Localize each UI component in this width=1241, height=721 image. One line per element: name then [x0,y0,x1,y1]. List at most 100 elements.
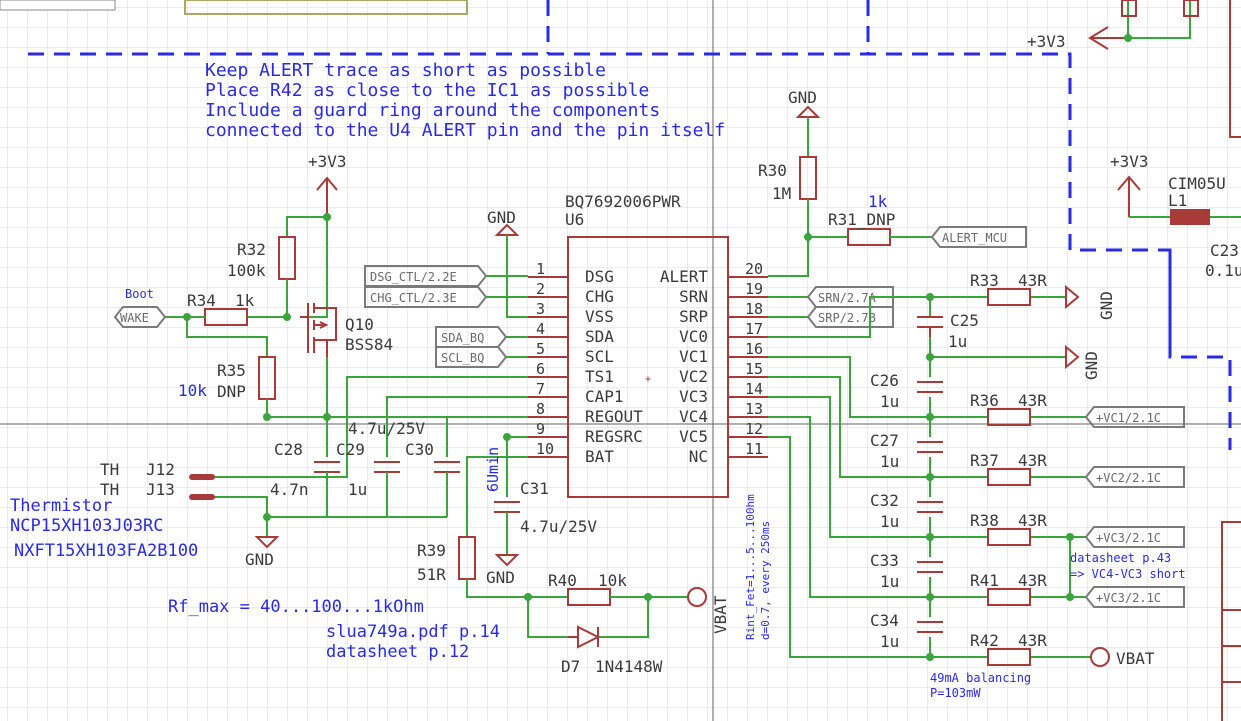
thermistor-pn1: NCP15XH103J03RC [10,516,164,536]
ic-u6-body[interactable] [567,236,729,498]
chg-label-box[interactable] [364,286,488,308]
gnd-c31-symbol [494,554,520,567]
duty-note: d=0.7, every 250ms [759,521,772,640]
l1-ref: L1 [1168,191,1187,210]
j13-ref: J13 [146,480,175,499]
sda-label-box[interactable] [435,326,508,348]
ic-pin-name-6: TS1 [585,367,614,386]
ic-pin-name-1: DSG [585,267,614,286]
ic-pin-name-10: BAT [585,447,614,466]
scl-label: SCL_BQ [441,351,484,365]
chg-label: CHG_CTL/2.3E [370,291,457,305]
ic-pin-num-10: 10 [536,440,554,458]
wire-cap1 [386,396,528,457]
cap-ladder-symbols [917,316,943,633]
wire-vc1 [768,356,988,418]
vc3b-box[interactable] [1084,586,1185,608]
ic-pin-name-3: VSS [585,307,614,326]
d7-symbol[interactable] [568,625,601,649]
rint-note: Rint_Fet=1...5...100hm [744,494,757,640]
r39-val: 51R [417,565,446,584]
vc3a-label: +VC3/2.1C [1096,531,1161,545]
r42-ref: R42 [970,631,999,650]
wire-v33-left [286,216,328,318]
wires-left-labels [486,275,528,358]
ic-pin-num-18: 18 [745,300,763,318]
v33-left-label: +3V3 [308,152,347,171]
gnd-c31-label: GND [486,568,515,587]
r34-ref: R34 [187,291,216,310]
vbat-left-terminal[interactable] [687,587,707,607]
ic-pin-num-14: 14 [745,380,763,398]
vc3a-box[interactable] [1084,526,1185,548]
j13-th: TH [100,480,119,499]
j12-ref: J12 [146,460,175,479]
thermistor-title: Thermistor [10,496,112,516]
q10-val: BSS84 [345,335,393,354]
wire-caps-bottom [207,472,448,518]
ic-pin-num-8: 8 [536,400,545,418]
wire-r35-top [186,317,268,357]
srn-label: SRN/2.7A [818,291,877,305]
c28-val: 4.7n [270,480,309,499]
c33-val: 1u [880,572,899,591]
note-4: connected to the U4 ALERT pin and the pi… [205,120,725,141]
q10-ref: Q10 [345,315,374,334]
sda-label: SDA_BQ [441,331,484,345]
r35-val: DNP [217,382,246,401]
ic-pin-num-6: 6 [536,360,545,378]
ic-pin-num-17: 17 [745,320,763,338]
ic-pin-name-14: VC3 [679,387,708,406]
ic-pin-num-20: 20 [745,260,763,278]
vc2-box[interactable] [1084,466,1185,488]
r31-ref: R31_DNP [828,210,895,229]
ic-pin-name-17: VC0 [679,327,708,346]
srp-box[interactable] [806,306,894,328]
r40-ref: R40 [548,571,577,590]
l1-inductor [1170,209,1210,225]
right-resistors [987,288,1031,666]
r41-val: 43R [1018,571,1047,590]
ic-pin-num-4: 4 [536,320,545,338]
frame-right-fragment [1229,0,1241,138]
gnd-label-ic: GND [487,208,516,227]
ic-pin-name-11: NC [689,447,708,466]
c31-ref: C31 [520,479,549,498]
ic-pin-name-7: CAP1 [585,387,624,406]
alert-mcu-box[interactable] [930,226,1027,248]
c34-ref: C34 [870,611,899,630]
ic-ref: U6 [565,210,584,229]
boot-note: Boot [125,287,154,301]
gnd-r33-label: GND [1097,291,1116,320]
r37-ref: R37 [970,451,999,470]
wire-vc4 [768,416,988,598]
ic-origin-mark: + [645,374,651,385]
ic-pin-name-16: VC1 [679,347,708,366]
c32-val: 1u [880,512,899,531]
gnd-c25-label: GND [1082,351,1101,380]
ic-pin-num-5: 5 [536,340,545,358]
vc1-label: +VC1/2.1C [1096,411,1161,425]
dsg-label-box[interactable] [364,265,488,287]
wire-vc3 [768,396,988,538]
ic-pin-name-2: CHG [585,287,614,306]
c27-ref: C27 [870,431,899,450]
vbat-right-terminal[interactable] [1090,647,1110,667]
vc1-box[interactable] [1084,406,1185,428]
ds43-note: datasheet p.43 [1070,551,1171,565]
r36-ref: R36 [970,391,999,410]
r30-val: 1M [772,184,791,203]
ic-pin-num-2: 2 [536,280,545,298]
note-1: Keep ALERT trace as short as possible [205,60,606,81]
r32-val: 100k [227,261,266,280]
junction [644,593,652,601]
thermistor-pn2: NXFT15XH103FA2B100 [14,541,198,561]
junction [263,413,271,421]
q10-symbol[interactable] [300,303,337,357]
ic-pin-num-15: 15 [745,360,763,378]
wake-box[interactable] [113,306,167,328]
scl-label-box[interactable] [435,346,508,368]
gnd-left-label: GND [245,550,274,569]
